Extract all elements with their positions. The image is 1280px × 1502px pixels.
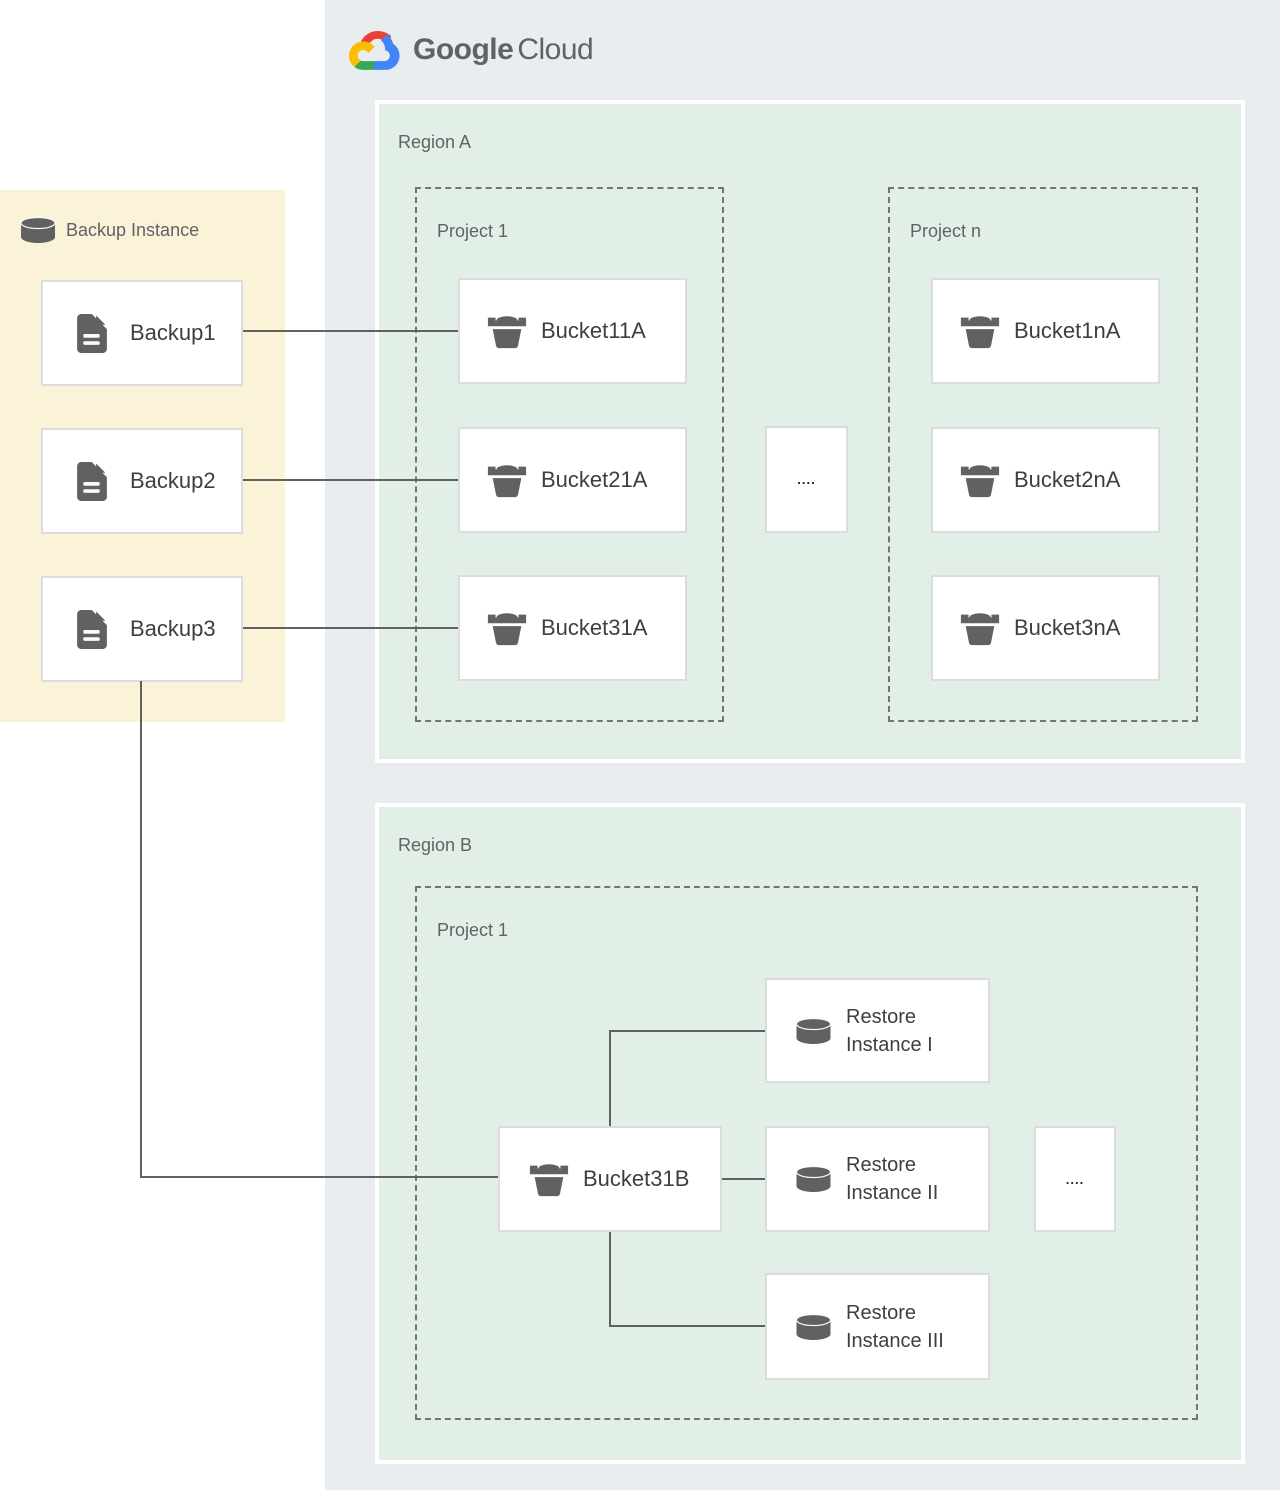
connector-bucket31b-restore1-vertical — [609, 1030, 611, 1126]
storage-bucket-icon — [487, 613, 527, 646]
project-n-label: Project n — [910, 221, 982, 241]
region-b-project-1-box: Project 1 Restore Instance I Bucket31B — [415, 886, 1198, 1420]
bucket2na-node: Bucket2nA — [931, 427, 1160, 533]
bucket3na-node: Bucket3nA — [931, 575, 1160, 681]
bucket31b-node: Bucket31B — [498, 1126, 722, 1232]
bucket11a-node: Bucket11A — [458, 278, 687, 384]
bucket-label: Bucket21A — [541, 467, 648, 492]
region-a-project-n-box: Project n Bucket1nA Bucket2nA Bucket3nA — [888, 187, 1198, 722]
connector-bucket31b-restore3-horizontal — [609, 1325, 765, 1327]
document-icon — [77, 461, 107, 501]
backup-label: Backup1 — [130, 320, 216, 345]
storage-bucket-icon — [487, 465, 527, 498]
ellipsis-text: .... — [797, 472, 816, 487]
restore-instance-label: Restore Instance II — [846, 1154, 939, 1204]
bucket21a-node: Bucket21A — [458, 427, 687, 533]
document-icon — [77, 609, 107, 649]
backup-label: Backup3 — [130, 616, 216, 641]
bucket-label: Bucket2nA — [1014, 467, 1121, 492]
restore-instance-label: Restore Instance III — [846, 1301, 944, 1352]
database-cylinder-icon — [795, 1165, 832, 1192]
ellipsis-text: .... — [1065, 1171, 1085, 1187]
connector-bucket31b-restore2 — [722, 1178, 765, 1180]
region-a-label: Region A — [398, 132, 472, 152]
region-b-label: Region B — [398, 835, 473, 855]
storage-bucket-icon — [960, 316, 1000, 349]
restore-instance-1-node: Restore Instance I — [765, 978, 990, 1083]
region-b-panel: Region B Project 1 Restore Instance I Bu… — [375, 803, 1245, 1464]
bucket-label: Bucket11A — [541, 318, 646, 343]
restore-instance-3-node: Restore Instance III — [765, 1273, 990, 1380]
backup-label: Backup2 — [130, 468, 216, 493]
connector-backup3-bucket31b-horizontal — [140, 1176, 498, 1178]
project-1-label: Project 1 — [437, 920, 509, 940]
region-a-panel: Region A Project 1 Bucket11A Bucket21A — [375, 100, 1245, 763]
project-1-label: Project 1 — [437, 221, 509, 241]
backup1-node: Backup1 — [41, 280, 243, 386]
backup3-node: Backup3 — [41, 576, 243, 682]
bucket-label: Bucket3nA — [1014, 615, 1121, 640]
google-cloud-logo-icon — [348, 31, 400, 70]
bucket31a-node: Bucket31A — [458, 575, 687, 681]
storage-bucket-icon — [960, 613, 1000, 646]
connector-bucket31b-restore1-horizontal — [609, 1030, 765, 1032]
region-a-project-1-box: Project 1 Bucket11A Bucket21A Bucket31A — [415, 187, 724, 722]
connector-bucket31b-restore3-vertical — [609, 1232, 611, 1327]
backup-instance-panel: Backup Instance Backup1 Backup2 — [0, 190, 285, 722]
bucket-label: Bucket1nA — [1014, 318, 1121, 343]
bucket-label: Bucket31A — [541, 615, 648, 640]
storage-bucket-icon — [960, 465, 1000, 498]
logo-word-google: Google — [413, 33, 514, 66]
more-projects-box: .... — [765, 426, 848, 533]
backup-instance-title: Backup Instance — [66, 219, 200, 240]
connector-backup2-bucket21a — [243, 479, 458, 481]
document-icon — [77, 313, 107, 353]
connector-backup3-bucket31a — [243, 627, 458, 629]
database-cylinder-icon — [795, 1313, 832, 1340]
logo-word-cloud: Cloud — [517, 33, 594, 66]
database-cylinder-icon — [795, 1017, 832, 1044]
bucket1na-node: Bucket1nA — [931, 278, 1160, 384]
restore-instance-label: Restore Instance I — [846, 1005, 933, 1056]
connector-backup1-bucket11a — [243, 330, 458, 332]
backup-instance-legend: Backup Instance — [20, 216, 199, 244]
storage-bucket-icon — [487, 316, 527, 349]
more-restores-box: .... — [1034, 1126, 1116, 1232]
bucket-label: Bucket31B — [583, 1166, 690, 1191]
connector-backup3-bucket31b-vertical — [140, 681, 142, 1178]
backup2-node: Backup2 — [41, 428, 243, 534]
database-cylinder-icon — [20, 216, 56, 243]
restore-instance-2-node: Restore Instance II — [765, 1126, 990, 1232]
storage-bucket-icon — [529, 1164, 569, 1197]
